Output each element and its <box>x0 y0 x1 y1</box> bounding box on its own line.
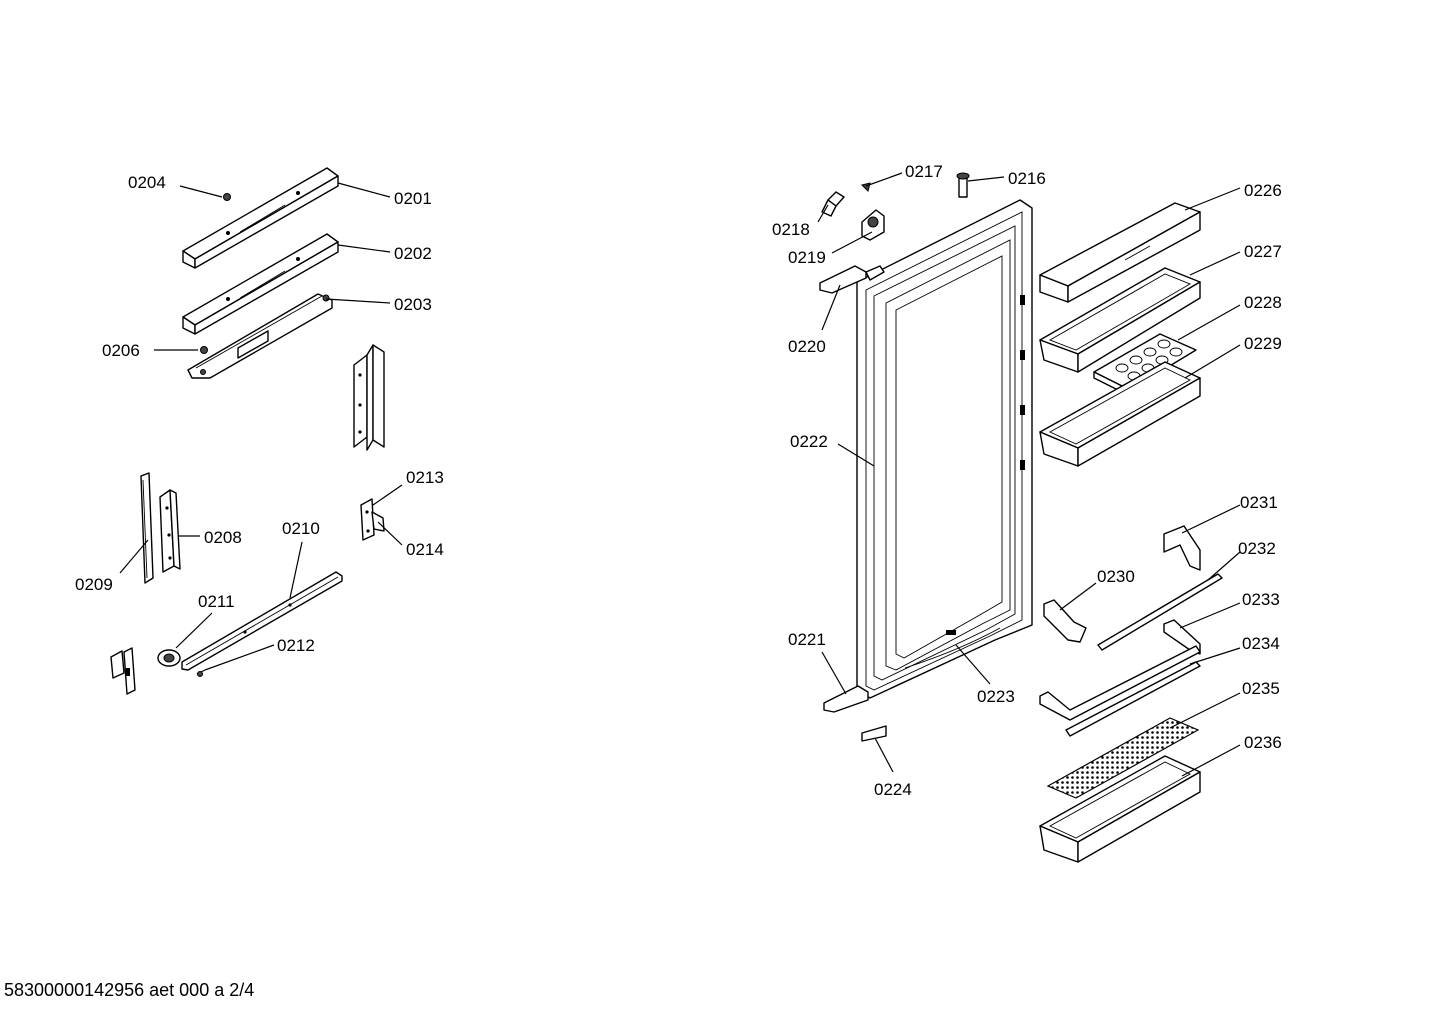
label-0203: 0203 <box>394 295 432 314</box>
label-0210: 0210 <box>282 519 320 538</box>
part-0221-bottom-hinge <box>823 685 869 713</box>
label-0208: 0208 <box>204 528 242 547</box>
label-0222: 0222 <box>790 432 828 451</box>
part-latch-clip <box>110 647 136 695</box>
label-0223: 0223 <box>977 687 1015 706</box>
part-0235-mesh-liner <box>1046 717 1200 799</box>
label-0221: 0221 <box>788 630 826 649</box>
label-0217: 0217 <box>905 162 943 181</box>
label-0236: 0236 <box>1244 733 1282 752</box>
label-0226: 0226 <box>1244 181 1282 200</box>
part-hinge-bracket-angle <box>353 344 385 451</box>
leader-lines <box>119 172 1241 777</box>
label-0212: 0212 <box>277 636 315 655</box>
part-0233-shelf-cap <box>1163 619 1201 655</box>
label-0218: 0218 <box>772 220 810 239</box>
part-0230-end-cap <box>1043 599 1087 643</box>
part-0212-screw <box>196 669 206 677</box>
part-0222-door-frame <box>856 199 1033 699</box>
part-0220-top-hinge <box>819 265 885 294</box>
label-0220: 0220 <box>788 337 826 356</box>
label-0230: 0230 <box>1097 567 1135 586</box>
document-id-footer: 58300000142956 aet 000 a 2/4 <box>4 980 255 1000</box>
label-0204: 0204 <box>128 173 166 192</box>
label-0214: 0214 <box>406 540 444 559</box>
label-0202: 0202 <box>394 244 432 263</box>
label-0209: 0209 <box>75 575 113 594</box>
part-0203-bracket-plate <box>187 293 333 379</box>
label-0216: 0216 <box>1008 169 1046 188</box>
part-labels: 0201 0202 0203 0204 0206 0208 0209 0210 … <box>75 162 1282 799</box>
part-0201-trim-bar <box>182 167 339 269</box>
label-0224: 0224 <box>874 780 912 799</box>
part-0210-rail <box>181 571 343 671</box>
part-0227-tray <box>1039 267 1201 373</box>
label-0201: 0201 <box>394 189 432 208</box>
label-0206: 0206 <box>102 341 140 360</box>
label-0229: 0229 <box>1244 334 1282 353</box>
part-0202-trim-bar <box>182 233 339 335</box>
part-0231-end-cap <box>1163 525 1201 571</box>
label-0234: 0234 <box>1242 634 1280 653</box>
label-0213: 0213 <box>406 468 444 487</box>
part-0228-egg-tray <box>1093 333 1197 397</box>
label-0211: 0211 <box>198 592 235 611</box>
part-0213-bracket <box>360 498 385 541</box>
label-0231: 0231 <box>1240 493 1278 512</box>
part-0217-screw <box>861 182 871 192</box>
part-0234-shelf <box>1039 645 1201 737</box>
label-0227: 0227 <box>1244 242 1282 261</box>
label-0235: 0235 <box>1242 679 1280 698</box>
part-0226-lid <box>1039 202 1201 303</box>
label-0232: 0232 <box>1238 539 1276 558</box>
label-0228: 0228 <box>1244 293 1282 312</box>
part-0224-cover <box>861 725 887 742</box>
label-0219: 0219 <box>788 248 826 267</box>
part-0229-tray <box>1039 361 1201 467</box>
part-0211-cam <box>157 649 181 667</box>
part-0206-nut <box>200 346 208 354</box>
part-0209-strip <box>140 472 154 584</box>
part-0208-angle-strip <box>159 489 181 573</box>
part-0204-nut <box>223 193 231 201</box>
part-0236-tray <box>1039 755 1201 863</box>
part-0218-bushing <box>821 191 845 217</box>
part-0216-bolt <box>956 172 970 198</box>
label-0233: 0233 <box>1242 590 1280 609</box>
part-0232-bar <box>1097 573 1223 651</box>
part-0219-hinge <box>861 209 885 241</box>
